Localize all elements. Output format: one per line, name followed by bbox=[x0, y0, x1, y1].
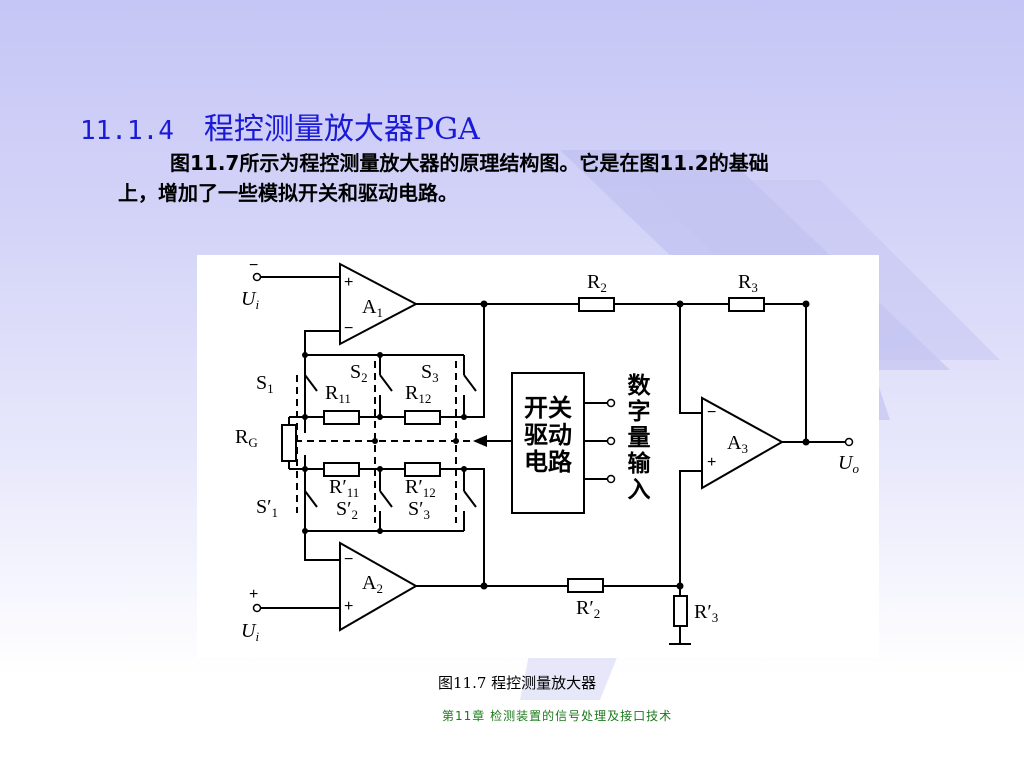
driver-box-text: 开关 驱动 电路 bbox=[512, 395, 584, 476]
resistor-r11p-symbol bbox=[323, 462, 360, 477]
switch-s2-label: S2 bbox=[350, 361, 368, 385]
paragraph-line-1: 图11.7所示为程控测量放大器的原理结构图。它是在图11.2的基础 bbox=[170, 151, 769, 175]
opamp-a3-symbol bbox=[701, 396, 785, 490]
digital-input-label: 数 字 量 输 入 bbox=[624, 373, 654, 503]
input-bottom-label: Ui bbox=[241, 620, 260, 644]
output-label: Uo bbox=[838, 452, 859, 476]
opamp-a2-symbol bbox=[339, 541, 419, 632]
digital-input-char: 入 bbox=[627, 477, 651, 503]
opamp-a1-label: A1 bbox=[362, 296, 383, 320]
resistor-r12-label: R12 bbox=[405, 382, 432, 406]
paragraph-line-2: 上，增加了一些模拟开关和驱动电路。 bbox=[118, 181, 458, 205]
switch-s3-label: S3 bbox=[421, 361, 439, 385]
input-bottom-mark: + bbox=[249, 586, 259, 603]
resistor-r3-symbol bbox=[728, 297, 765, 312]
footer-chapter: 第11章 检测装置的信号处理及接口技术 bbox=[442, 709, 673, 723]
resistor-rg-label: RG bbox=[235, 426, 258, 450]
opamp-a3-label: A3 bbox=[727, 432, 748, 456]
switch-s3p-label: S′3 bbox=[408, 498, 430, 522]
opamp-a3-minus: − bbox=[707, 404, 717, 421]
input-top-mark: − bbox=[249, 257, 259, 274]
section-number: 11.1.4 bbox=[80, 116, 174, 146]
resistor-r11-label: R11 bbox=[325, 382, 351, 406]
opamp-a1-symbol bbox=[339, 262, 419, 346]
figure-caption: 图11.7 程控测量放大器 bbox=[438, 674, 597, 692]
opamp-a1-plus: + bbox=[344, 274, 354, 291]
resistor-r12-symbol bbox=[404, 410, 441, 425]
switch-driver-box bbox=[511, 372, 585, 514]
opamp-a3-plus: + bbox=[707, 454, 717, 471]
resistor-r11-symbol bbox=[323, 410, 360, 425]
resistor-r11p-label: R′11 bbox=[329, 476, 360, 500]
opamp-a2-label: A2 bbox=[362, 572, 383, 596]
digital-input-char: 量 bbox=[627, 425, 651, 451]
driver-box-line-1: 开关 bbox=[524, 394, 572, 422]
description-paragraph: 图11.7所示为程控测量放大器的原理结构图。它是在图11.2的基础 上，增加了一… bbox=[118, 148, 918, 208]
digital-input-char: 输 bbox=[627, 451, 651, 477]
control-arrow-icon bbox=[473, 435, 487, 447]
opamp-a2-minus: − bbox=[344, 551, 354, 568]
resistor-r3p-symbol bbox=[673, 595, 688, 627]
circuit-diagram: − Ui + Ui Uo A1 + − A2 − + A3 − + R2 R3 … bbox=[197, 255, 879, 658]
resistor-r3-label: R3 bbox=[738, 271, 758, 295]
opamp-a2-plus: + bbox=[344, 598, 354, 615]
section-heading: 11.1.4 程控测量放大器PGA bbox=[80, 104, 480, 148]
resistor-r2p-label: R′2 bbox=[576, 597, 601, 621]
switch-s1-label: S1 bbox=[256, 372, 274, 396]
section-title: 程控测量放大器PGA bbox=[203, 112, 480, 147]
driver-box-line-2: 驱动 bbox=[524, 421, 572, 449]
resistor-r3p-label: R′3 bbox=[694, 601, 719, 625]
circuit-schematic bbox=[252, 262, 854, 645]
digital-input-char: 字 bbox=[627, 399, 651, 425]
driver-box-line-3: 电路 bbox=[524, 448, 572, 476]
resistor-r2-label: R2 bbox=[587, 271, 607, 295]
input-top-label: Ui bbox=[241, 288, 260, 312]
resistor-r2p-symbol bbox=[567, 578, 604, 593]
resistor-r12p-symbol bbox=[404, 462, 441, 477]
switch-s2p-label: S′2 bbox=[336, 498, 358, 522]
resistor-r12p-label: R′12 bbox=[405, 476, 436, 500]
resistor-rg-symbol bbox=[281, 424, 297, 462]
switch-s1p-label: S′1 bbox=[256, 496, 278, 520]
opamp-a1-minus: − bbox=[344, 320, 354, 337]
digital-input-char: 数 bbox=[627, 373, 651, 399]
resistor-r2-symbol bbox=[578, 297, 615, 312]
